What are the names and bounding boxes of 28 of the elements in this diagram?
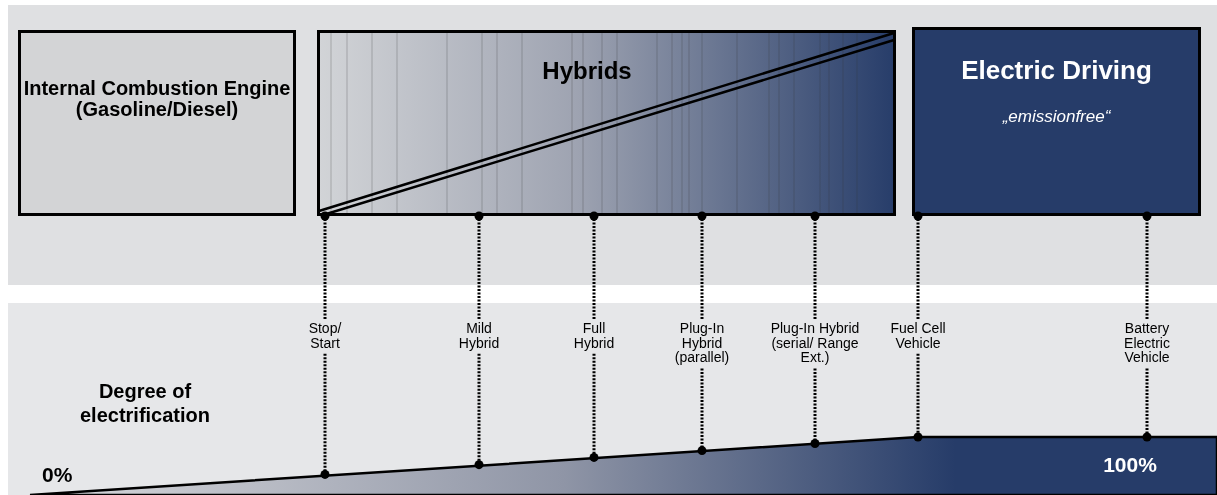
vehicle-type-label: Fuel Cell Vehicle bbox=[889, 321, 947, 351]
dotted-connector bbox=[589, 211, 599, 319]
dotted-connector bbox=[320, 211, 330, 319]
box-heading: Internal Combustion Engine (Gasoline/Diesel) bbox=[22, 78, 292, 120]
box-heading: 100% bbox=[1103, 454, 1157, 477]
vehicle-type-label: Mild Hybrid bbox=[457, 321, 501, 351]
box-heading: Electric Driving bbox=[961, 57, 1152, 85]
dotted-connector bbox=[474, 211, 484, 319]
vehicle-type-label: Full Hybrid bbox=[572, 321, 616, 351]
vehicle-type-label: Plug-In Hybrid (serial/ Range Ext.) bbox=[769, 321, 861, 366]
vehicle-type-label: Battery Electric Vehicle bbox=[1123, 321, 1171, 366]
vehicle-type-label: Plug-In Hybrid (parallel) bbox=[673, 321, 731, 366]
dotted-connector bbox=[589, 353, 599, 462]
dotted-connector bbox=[697, 211, 707, 319]
dotted-connector bbox=[913, 211, 923, 319]
dotted-connector bbox=[913, 353, 923, 442]
dotted-connector bbox=[320, 353, 330, 479]
dotted-connector bbox=[474, 353, 484, 470]
box-heading: Hybrids bbox=[542, 58, 632, 84]
dotted-connector bbox=[1142, 368, 1152, 442]
percent-label: 0% bbox=[42, 462, 74, 488]
box-subtitle: „emissionfree“ bbox=[1002, 108, 1111, 127]
axis-title: Degree of electrification bbox=[78, 379, 211, 427]
dotted-connector bbox=[810, 211, 820, 319]
vehicle-type-label: Stop/ Start bbox=[307, 321, 343, 351]
dotted-connector bbox=[697, 368, 707, 456]
dotted-connector bbox=[810, 368, 820, 448]
dotted-connector bbox=[1142, 211, 1152, 319]
